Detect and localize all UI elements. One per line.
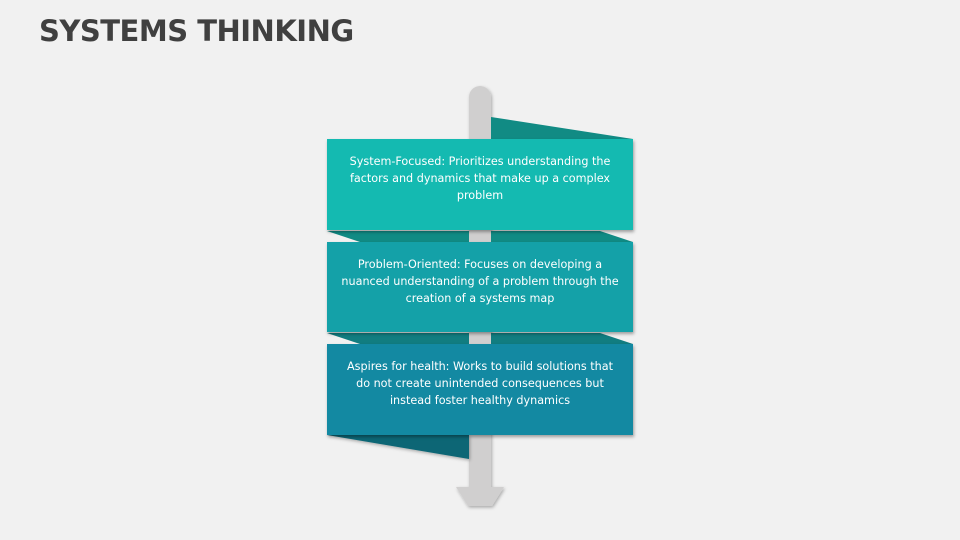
fold-1-2 xyxy=(327,231,633,242)
panel-text: System-Focused: Prioritizes understandin… xyxy=(349,155,611,202)
signpost-panel-problem-oriented: Problem-Oriented: Focuses on developing … xyxy=(327,242,633,332)
fold-top xyxy=(491,117,633,139)
panel-text: Aspires for health: Works to build solut… xyxy=(347,360,613,407)
fold-2-3 xyxy=(327,333,633,344)
slide-title: SYSTEMS THINKING xyxy=(39,14,354,48)
signpost-panel-system-focused: System-Focused: Prioritizes understandin… xyxy=(327,139,633,230)
signpost-panel-aspires-for-health: Aspires for health: Works to build solut… xyxy=(327,344,633,435)
panel-text: Problem-Oriented: Focuses on developing … xyxy=(341,257,619,305)
fold-bottom xyxy=(327,435,469,459)
